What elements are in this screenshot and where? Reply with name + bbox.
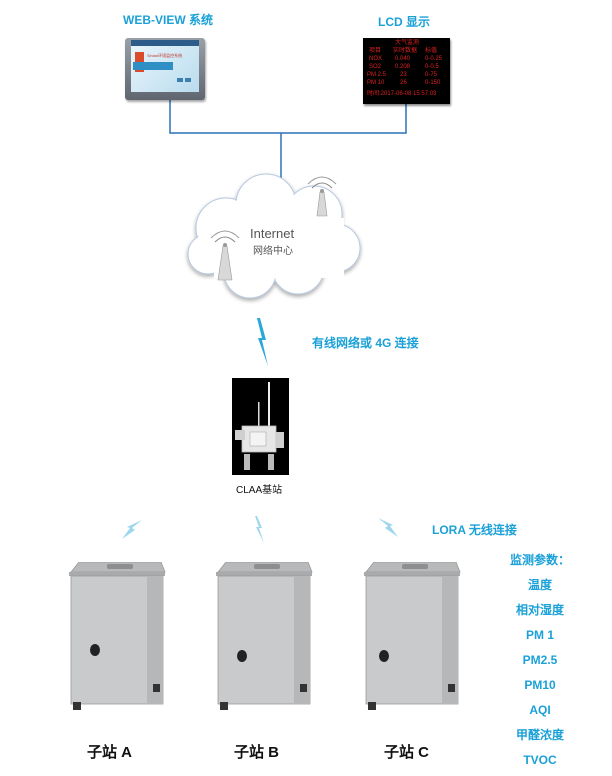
parameter-item: TVOC <box>523 753 557 767</box>
parameters-title: 监测参数： <box>509 553 570 567</box>
internet-cloud-icon <box>187 173 361 299</box>
lcd-cell: PM 2.5 <box>367 72 387 78</box>
lcd-cell: 0.040 <box>395 56 411 62</box>
parameter-item: 相对湿度 <box>515 603 564 617</box>
lcd-title: 大气监测 <box>395 40 420 46</box>
lcd-cell: SO2 <box>369 64 382 70</box>
lcd-footer: 时间:2017-06-08 15:57:03 <box>367 91 437 97</box>
lcd-cell: 0.208 <box>395 64 411 70</box>
wireless-signal-icon <box>378 518 398 537</box>
web-view-label: WEB-VIEW 系统 <box>123 13 213 27</box>
antenna-tower-icon <box>307 176 337 217</box>
station-c-label: 子站 C <box>384 744 430 761</box>
network-center-label: 网络中心 <box>253 246 293 257</box>
lora-connection-label: LORA 无线连接 <box>432 523 517 537</box>
web-view-monitor-icon: Sinian环境监控系统 <box>125 38 205 100</box>
internet-label: Internet <box>250 226 295 241</box>
lcd-cell: 0-75 <box>425 72 438 78</box>
wired-connection-label: 有线网络或 4G 连接 <box>312 336 419 350</box>
lcd-cell: 0-150 <box>425 80 441 86</box>
antenna-tower-icon <box>210 230 240 281</box>
station-b-label: 子站 B <box>234 744 280 761</box>
station-cabinet-icon <box>69 562 166 710</box>
lcd-header-1: 项目 <box>369 48 382 54</box>
parameter-item: AQI <box>529 703 551 717</box>
wireless-signal-icon <box>122 520 142 539</box>
monitor-screen-text: Sinian环境监控系统 <box>147 53 183 58</box>
wireless-signal-icon <box>255 516 264 543</box>
lcd-cell: PM 10 <box>367 80 385 86</box>
parameter-item: PM10 <box>524 678 556 692</box>
lcd-label: LCD 显示 <box>378 15 430 29</box>
base-station-image <box>232 378 289 475</box>
wireless-signal-icon <box>257 318 268 366</box>
station-cabinet-icon <box>216 562 313 710</box>
lcd-display: 大气监测 项目 实时数据 标值 NOX 0.040 0-0.25 SO2 0.2… <box>363 38 450 104</box>
station-a-label: 子站 A <box>87 744 133 761</box>
base-station-label: CLAA基站 <box>236 485 283 496</box>
lcd-cell: 0-0.25 <box>425 56 443 62</box>
parameter-item: 甲醛浓度 <box>515 728 564 742</box>
parameter-item: 温度 <box>527 578 552 592</box>
parameter-item: PM2.5 <box>522 653 558 667</box>
parameter-item: PM 1 <box>525 628 554 642</box>
lcd-cell: 0-0.5 <box>425 64 439 70</box>
lcd-cell: NOX <box>369 56 383 62</box>
display-link-line <box>169 100 407 134</box>
parameters-list: 监测参数： 温度 相对湿度 PM 1 PM2.5 PM10 AQI 甲醛浓度 T… <box>490 551 590 776</box>
lcd-header-3: 标值 <box>425 48 438 54</box>
station-cabinet-icon <box>364 562 461 710</box>
lcd-cell: 26 <box>400 80 407 86</box>
lcd-cell: 23 <box>400 72 407 78</box>
lcd-header-2: 实时数据 <box>393 48 418 54</box>
